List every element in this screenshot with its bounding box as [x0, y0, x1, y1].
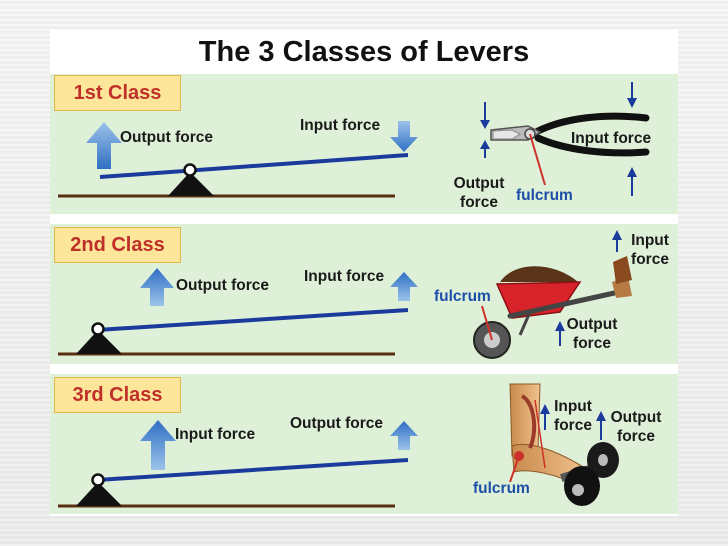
- fulcrum-triangle: [168, 172, 214, 196]
- third-class-lever: [58, 420, 418, 508]
- third-right-input-label: Input force: [554, 398, 592, 434]
- second-class-lever: [58, 268, 418, 356]
- lever-bar: [96, 308, 409, 332]
- second-right-output-label: Output force: [566, 316, 618, 352]
- third-left-output-label: Output force: [290, 415, 383, 432]
- first-left-input-label: Input force: [300, 117, 381, 134]
- second-left-output-label: Output force: [176, 277, 269, 294]
- label-third-class: 3rd Class: [54, 377, 181, 413]
- third-left-input-label: Input force: [175, 426, 256, 443]
- pliers-illustration: [480, 82, 650, 196]
- label-first-class: 1st Class: [54, 75, 181, 111]
- output-force-arrow: [86, 122, 122, 169]
- first-right-fulcrum-label: fulcrum: [516, 187, 573, 204]
- first-right-output-label: Output force: [453, 175, 505, 211]
- pivot: [183, 163, 197, 177]
- output-force-arrow: [140, 268, 174, 306]
- second-right-input-label: Input force: [631, 232, 669, 268]
- third-right-fulcrum-label: fulcrum: [473, 480, 530, 497]
- pivot: [91, 322, 105, 336]
- diagram-title: The 3 Classes of Levers: [198, 35, 530, 68]
- first-right-input-label: Input force: [571, 130, 652, 147]
- input-force-arrow: [140, 420, 176, 470]
- third-right-output-label: Output force: [610, 409, 662, 445]
- output-force-arrow: [390, 421, 418, 450]
- lever-bar: [96, 458, 409, 482]
- second-left-input-label: Input force: [304, 268, 385, 285]
- wheelbarrow-illustration: [473, 230, 632, 359]
- fulcrum-triangle: [76, 330, 122, 354]
- second-right-fulcrum-label: fulcrum: [434, 288, 491, 305]
- fulcrum-triangle: [76, 482, 122, 506]
- label-second-class: 2nd Class: [54, 227, 181, 263]
- lever-bar: [99, 153, 409, 179]
- pivot: [91, 473, 105, 487]
- input-force-arrow: [390, 121, 418, 152]
- first-left-output-label: Output force: [120, 129, 213, 146]
- first-class-lever: [58, 121, 418, 198]
- input-force-arrow: [390, 272, 418, 301]
- arm-dumbbell-illustration: [509, 383, 619, 506]
